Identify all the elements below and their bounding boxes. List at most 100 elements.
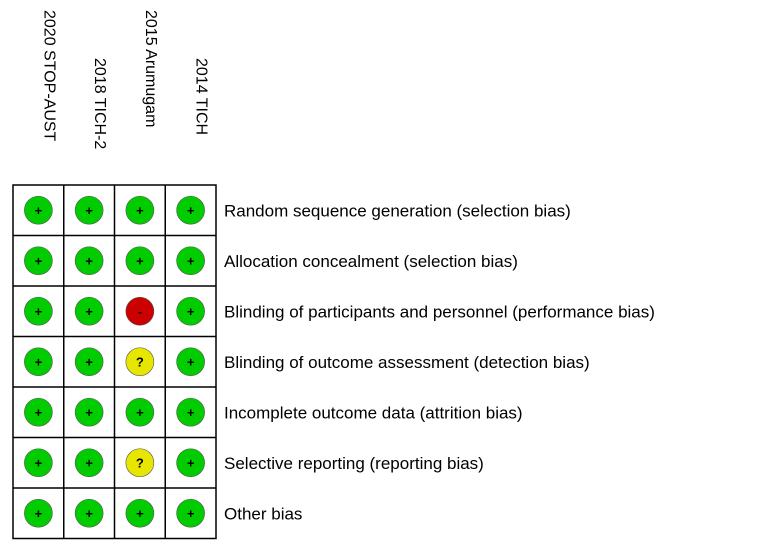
judgement-symbol: + (85, 506, 93, 521)
domain-label: Incomplete outcome data (attrition bias) (224, 403, 523, 422)
judgement-symbol: + (35, 304, 43, 319)
judgement-low-icon: + (176, 448, 205, 478)
judgement-symbol: + (85, 455, 93, 470)
judgement-low-icon: + (74, 296, 104, 326)
study-headers: 2020 STOP-AUST 2018 TICH-2 2015 Arumugam 20… (40, 10, 209, 149)
judgement-symbol: + (85, 203, 93, 218)
judgement-symbol: + (85, 304, 93, 319)
judgement-dot (176, 195, 205, 225)
judgement-low-icon: + (176, 296, 205, 326)
judgement-symbol: + (35, 455, 43, 470)
judgement-low-icon: + (125, 498, 155, 528)
judgement-cells: + + + + + + + + + + - + + +? + + + + + + +? + + + + + (24, 195, 205, 528)
judgement-low-icon: + (125, 195, 155, 225)
judgement-symbol: - (138, 304, 142, 319)
judgement-dot (176, 246, 205, 276)
judgement-unclear-icon: ? (125, 448, 155, 478)
judgement-dot (24, 296, 53, 326)
study-header: 2020 STOP-AUST (40, 10, 57, 142)
judgement-dot (125, 246, 155, 276)
judgement-symbol: + (85, 405, 93, 420)
judgement-dot (176, 498, 205, 528)
judgement-dot (125, 448, 155, 478)
judgement-symbol: + (187, 253, 195, 268)
judgement-low-icon: + (24, 448, 53, 478)
judgement-dot (176, 347, 205, 377)
judgement-symbol: + (35, 405, 43, 420)
judgement-low-icon: + (176, 246, 205, 276)
domain-label: Blinding of participants and personnel (… (224, 302, 655, 321)
judgement-dot (176, 448, 205, 478)
judgement-low-icon: + (24, 246, 53, 276)
judgement-high-icon: - (125, 296, 155, 326)
judgement-symbol: + (136, 203, 144, 218)
judgement-low-icon: + (24, 498, 53, 528)
judgement-dot (74, 397, 104, 427)
judgement-symbol: + (187, 304, 195, 319)
judgement-dot (24, 397, 53, 427)
domain-label: Blinding of outcome assessment (detectio… (224, 353, 590, 372)
judgement-symbol: + (187, 455, 195, 470)
judgement-dot (125, 397, 155, 427)
judgement-symbol: + (187, 203, 195, 218)
judgement-dot (125, 347, 155, 377)
judgement-symbol: + (35, 253, 43, 268)
judgement-dot (24, 448, 53, 478)
judgement-dot (74, 347, 104, 377)
domain-label: Selective reporting (reporting bias) (224, 454, 484, 473)
domain-label: Allocation concealment (selection bias) (224, 252, 518, 271)
judgement-dot (125, 498, 155, 528)
domain-label: Random sequence generation (selection bi… (224, 201, 571, 220)
judgement-low-icon: + (125, 246, 155, 276)
judgement-symbol: + (187, 506, 195, 521)
judgement-low-icon: + (176, 195, 205, 225)
risk-grid (12, 184, 217, 540)
judgement-unclear-icon: ? (125, 347, 155, 377)
judgement-low-icon: + (74, 397, 104, 427)
judgement-dot (24, 498, 53, 528)
judgement-symbol: ? (136, 455, 144, 470)
judgement-low-icon: + (176, 397, 205, 427)
judgement-symbol: + (187, 405, 195, 420)
judgement-symbol: + (35, 203, 43, 218)
judgement-low-icon: + (24, 397, 53, 427)
domain-label: Other bias (224, 504, 302, 523)
judgement-dot (74, 296, 104, 326)
judgement-low-icon: + (74, 246, 104, 276)
judgement-low-icon: + (74, 195, 104, 225)
judgement-symbol: ? (136, 354, 144, 369)
judgement-dot (176, 296, 205, 326)
judgement-dot (24, 246, 53, 276)
judgement-dot (74, 195, 104, 225)
judgement-low-icon: + (176, 498, 205, 528)
judgement-low-icon: + (24, 347, 53, 377)
judgement-low-icon: + (125, 397, 155, 427)
judgement-dot (24, 195, 53, 225)
judgement-symbol: + (85, 354, 93, 369)
study-header: 2014 TICH (193, 58, 210, 135)
judgement-symbol: + (35, 506, 43, 521)
judgement-dot (74, 498, 104, 528)
judgement-dot (24, 347, 53, 377)
judgement-symbol: + (85, 253, 93, 268)
judgement-symbol: + (136, 405, 144, 420)
judgement-low-icon: + (74, 347, 104, 377)
judgement-dot (74, 448, 104, 478)
study-header: 2015 Arumugam (142, 10, 159, 127)
judgement-symbol: + (35, 354, 43, 369)
judgement-symbol: + (187, 354, 195, 369)
judgement-dot (74, 246, 104, 276)
domain-labels: Random sequence generation (selection bi… (224, 201, 655, 523)
judgement-symbol: + (136, 506, 144, 521)
judgement-dot (125, 195, 155, 225)
study-header: 2018 TICH-2 (91, 58, 108, 149)
judgement-low-icon: + (24, 195, 53, 225)
judgement-dot (176, 397, 205, 427)
judgement-low-icon: + (74, 448, 104, 478)
judgement-low-icon: + (24, 296, 53, 326)
judgement-symbol: + (136, 253, 144, 268)
judgement-dot (125, 296, 155, 326)
judgement-low-icon: + (74, 498, 104, 528)
judgement-low-icon: + (176, 347, 205, 377)
